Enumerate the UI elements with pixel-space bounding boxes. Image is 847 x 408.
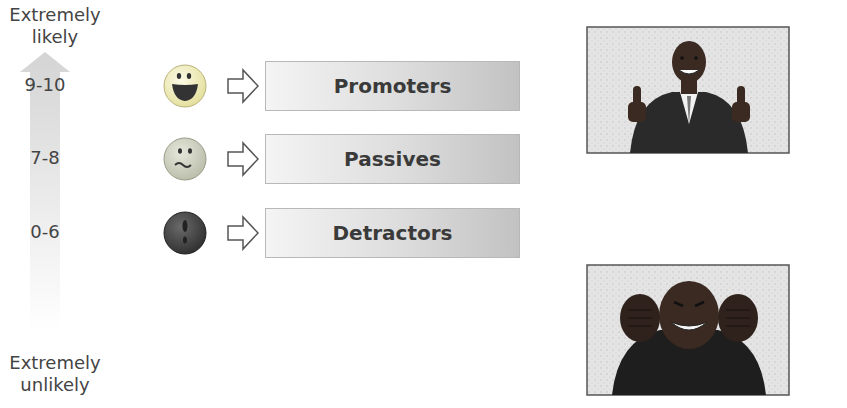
passive-face bbox=[164, 138, 206, 180]
score-range: 7-8 bbox=[5, 147, 85, 169]
scale-end-label: Extremely likely bbox=[2, 4, 108, 47]
photo-promoter bbox=[587, 27, 789, 153]
promoter-face bbox=[164, 65, 206, 107]
photo-detractor bbox=[587, 265, 789, 395]
passive-band: Passives bbox=[265, 134, 520, 184]
band-label: Promoters bbox=[334, 74, 452, 98]
band-label: Detractors bbox=[332, 221, 452, 245]
detractor-face bbox=[164, 212, 206, 254]
promoter-band: Promoters bbox=[265, 61, 520, 111]
hollow-arrow bbox=[228, 70, 258, 249]
score-range: 0-6 bbox=[5, 221, 85, 243]
scale-end-label: Extremely unlikely bbox=[2, 352, 108, 395]
score-range: 9-10 bbox=[5, 74, 85, 96]
band-label: Passives bbox=[344, 147, 441, 171]
detractor-band: Detractors bbox=[265, 208, 520, 258]
